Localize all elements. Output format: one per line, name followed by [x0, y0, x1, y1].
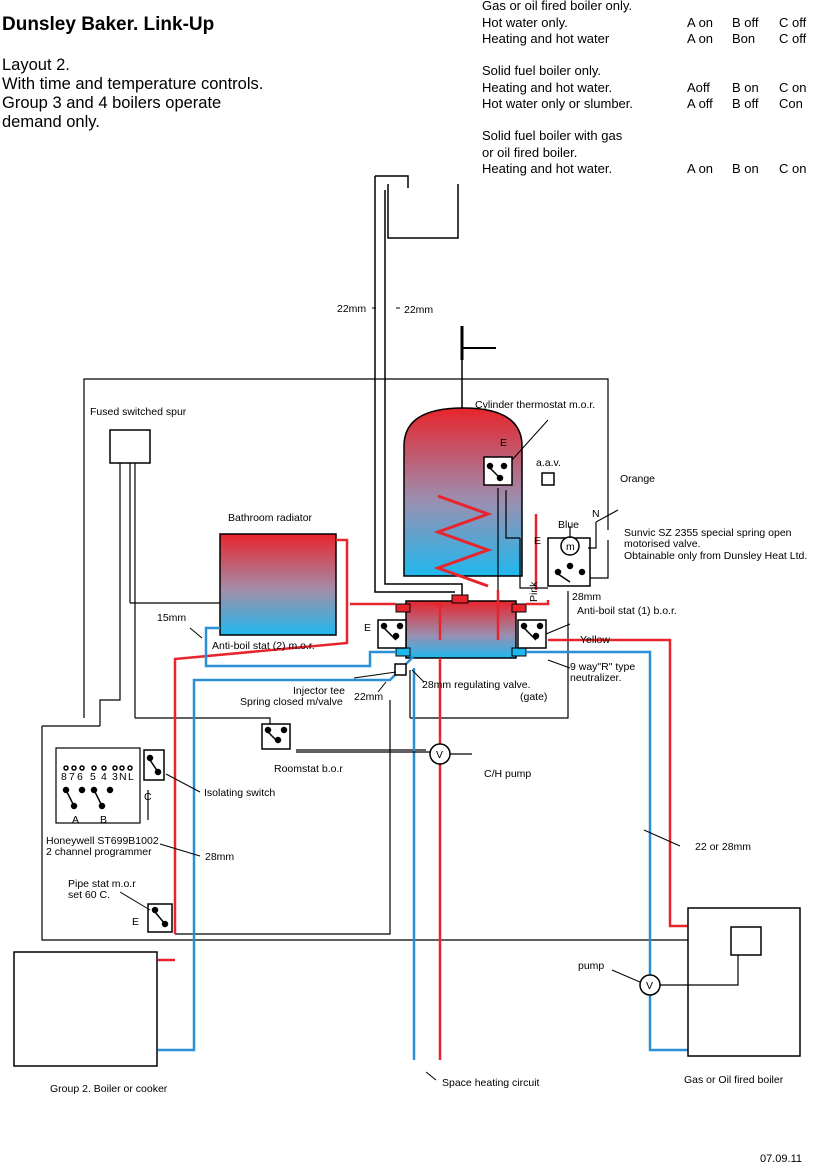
boiler-pump	[639, 955, 739, 996]
hot-water-cylinder	[403, 407, 523, 588]
settings-heading: Solid fuel boiler with gas	[482, 128, 623, 143]
settings-heading: or oil fired boiler.	[482, 144, 578, 160]
label-gas-oil-boiler: Gas or Oil fired boiler	[684, 1074, 784, 1086]
label-programmer-2: 2 channel programmer	[46, 846, 152, 858]
layout-description: Layout 2. With time and temperature cont…	[2, 56, 263, 132]
group2-boiler	[13, 951, 158, 1067]
roomstat	[261, 723, 291, 750]
intro-line: With time and temperature controls.	[2, 75, 264, 93]
label-motor: m	[566, 541, 575, 553]
wiring-outline	[41, 378, 688, 941]
label-bathroom-radiator: Bathroom radiator	[228, 512, 313, 524]
label-22mm-right: 22mm	[404, 304, 433, 316]
svg-text:4: 4	[101, 771, 107, 783]
leader-lines	[119, 307, 681, 1081]
settings-heading: Solid fuel boiler only.	[482, 63, 601, 78]
settings-heading: Gas or oil fired boiler only.	[482, 0, 633, 13]
terminal-labels: 8 7 6 5 4 3 N L	[61, 771, 134, 783]
boiler-pump-box	[730, 926, 762, 956]
svg-text:8: 8	[61, 771, 67, 783]
label-pump: pump	[578, 960, 604, 972]
bathroom-radiator	[219, 533, 337, 636]
label-switch-a: A	[72, 814, 79, 826]
return-pipes	[158, 626, 688, 1060]
programmer	[55, 747, 141, 824]
vent-pipes	[374, 175, 496, 600]
label-isolating-switch: Isolating switch	[204, 787, 275, 799]
label-earth-valve: E	[534, 535, 541, 547]
svg-text:L: L	[128, 771, 134, 783]
label-fused-spur: Fused switched spur	[90, 406, 187, 418]
label-earth-antiboil: E	[364, 622, 371, 634]
label-programmer-1: Honeywell ST699B1002	[46, 835, 159, 847]
svg-text:3: 3	[112, 771, 118, 783]
intro-line: demand only.	[2, 113, 100, 131]
isolating-switch	[143, 749, 165, 781]
svg-text:N: N	[119, 771, 127, 783]
label-sunvic-1: Sunvic SZ 2355 special spring open	[624, 527, 792, 539]
label-switch-b: B	[100, 814, 107, 826]
label-regulating-gate: (gate)	[520, 691, 547, 703]
label-injector-tee: Injector tee	[293, 685, 345, 697]
intro-line: Group 3 and 4 boilers operate	[2, 94, 222, 112]
label-roomstat: Roomstat b.o.r	[274, 763, 343, 775]
neutralizer	[395, 594, 527, 659]
label-pump-v: V	[436, 749, 443, 761]
label-28mm-top: 28mm	[572, 591, 601, 603]
cylinder-stat-wire	[497, 488, 520, 600]
label-space-heating: Space heating circuit	[442, 1077, 540, 1089]
label-neutral: N	[592, 508, 600, 520]
programmer-switches	[62, 765, 133, 810]
svg-text:7: 7	[69, 771, 75, 783]
label-spring-closed: Spring closed m/valve	[240, 696, 343, 708]
label-28mm-mid: 28mm	[205, 851, 234, 863]
intro-line: Layout 2.	[2, 56, 70, 74]
header-tank	[387, 184, 459, 239]
injector-tee	[394, 663, 407, 676]
svg-text:5: 5	[90, 771, 96, 783]
diagram-title: Dunsley Baker. Link-Up	[2, 14, 215, 35]
anti-boil-stat-1	[517, 619, 547, 649]
label-15mm: 15mm	[157, 612, 186, 624]
label-anti-boil-2: Anti-boil stat (2) m.o.r.	[212, 640, 315, 652]
label-blue-wire: Blue	[558, 519, 579, 531]
label-switch-c: C	[144, 791, 152, 803]
label-cylinder-thermostat: Cylinder thermostat m.o.r.	[475, 399, 595, 411]
label-pipe-stat-1: Pipe stat m.o.r	[68, 878, 136, 890]
label-anti-boil-1: Anti-boil stat (1) b.o.r.	[577, 605, 677, 617]
label-sunvic-3: Obtainable only from Dunsley Heat Ltd.	[624, 550, 807, 562]
label-aav: a.a.v.	[536, 457, 561, 469]
label-group2-boiler: Group 2. Boiler or cooker	[50, 1083, 168, 1095]
label-pump-v2: V	[646, 980, 653, 992]
label-22mm-left: 22mm	[337, 303, 366, 315]
aav-vent	[541, 472, 555, 486]
cylinder-thermostat	[483, 456, 513, 486]
label-ch-pump: C/H pump	[484, 768, 531, 780]
label-pink-wire: Pink	[528, 581, 540, 602]
revision-date: 07.09.11	[759, 1153, 802, 1165]
valve-wires	[519, 522, 609, 589]
label-pipe-stat-2: set 60 C.	[68, 889, 110, 901]
label-22mm-injector: 22mm	[354, 691, 383, 703]
label-neutralizer-2: neutralizer.	[570, 672, 621, 684]
label-sunvic-2: motorised valve.	[624, 538, 700, 550]
label-22-or-28mm: 22 or 28mm	[695, 841, 751, 853]
flow-pipes	[158, 514, 690, 1060]
label-neutralizer-1: 9 way"R" type	[570, 661, 635, 673]
label-yellow-wire: Yellow	[580, 634, 610, 646]
label-regulating-valve: 28mm regulating valve.	[422, 679, 531, 691]
ch-pump	[296, 743, 472, 765]
fused-spur-box	[109, 429, 151, 464]
svg-text:6: 6	[77, 771, 83, 783]
label-earth: E	[500, 437, 507, 449]
label-earth-pipestat: E	[132, 916, 139, 928]
motorised-valve	[547, 536, 591, 587]
anti-boil-stat-2	[377, 619, 407, 649]
pipe-stat	[147, 903, 173, 933]
label-orange: Orange	[620, 473, 655, 485]
